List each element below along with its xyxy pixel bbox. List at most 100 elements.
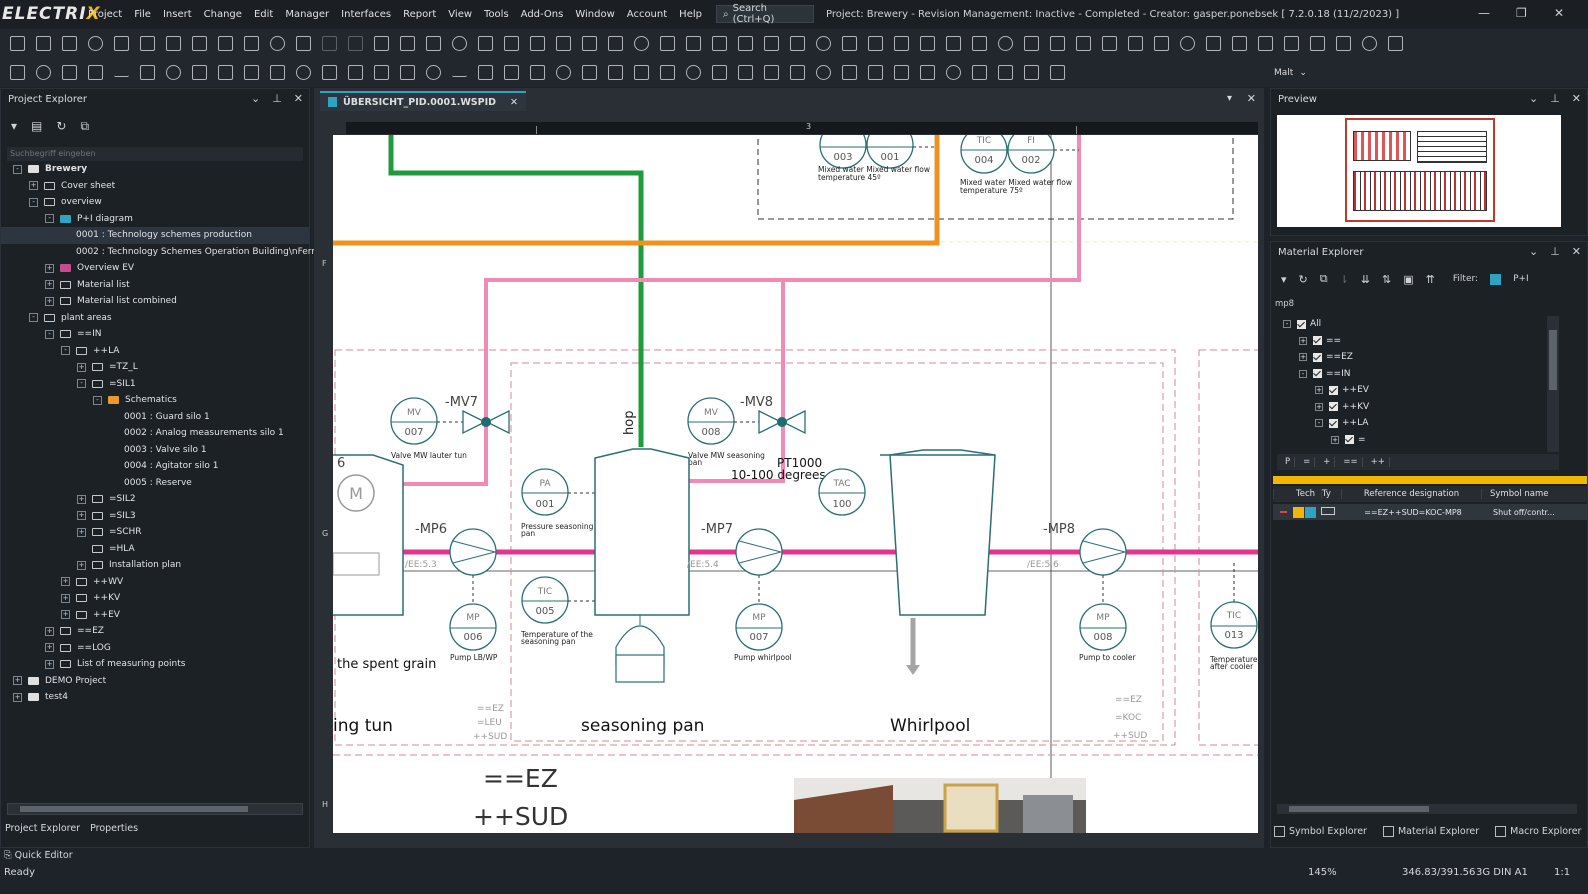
material-tree-item[interactable]: +++EV [1277,382,1563,399]
scrollbar-thumb[interactable] [20,806,248,812]
save-all-icon[interactable] [114,36,129,51]
save-icon[interactable]: ▣ [1403,272,1414,286]
expand-icon[interactable]: - [1299,369,1307,378]
expand-icon[interactable]: + [77,494,86,504]
tree-item[interactable]: +==EZ [1,623,309,640]
restore-icon[interactable]: ❐ [1516,6,1527,20]
prev-icon[interactable] [166,36,181,51]
explorer-search-input[interactable]: Suchbegriff eingeben [7,147,303,161]
menu-edit[interactable]: Edit [253,8,274,20]
menu-report[interactable]: Report [403,8,437,20]
level-button[interactable]: ++ [1367,457,1390,467]
polyline-icon[interactable] [270,65,285,80]
tree-item[interactable]: +Material list [1,277,309,294]
tree-item[interactable]: -++LA [1,343,309,360]
expand-icon[interactable]: + [13,676,22,686]
menu-addons[interactable]: Add-Ons [520,8,564,20]
picture-icon[interactable] [374,65,389,80]
lock-icon[interactable] [1388,36,1403,51]
circle-icon[interactable] [166,65,181,80]
expand-icon[interactable]: + [77,560,86,570]
expand-icon[interactable]: + [45,263,54,273]
tree-expand-icon[interactable]: ⇊ [1360,272,1371,286]
dimension-2-icon[interactable] [426,65,441,80]
pin-icon[interactable]: ⊥ [1550,92,1560,105]
corner-4-icon[interactable] [530,65,545,80]
collapse-icon[interactable]: - [29,197,38,207]
tree-item[interactable]: +++WV [1,574,309,591]
frame-icon[interactable] [842,36,857,51]
moon-icon[interactable] [920,36,935,51]
pin-icon[interactable]: ⊥ [272,92,282,105]
expand-icon[interactable]: + [45,659,54,669]
preview-viewport[interactable] [1345,118,1495,222]
tree-item[interactable]: 0003 : Valve silo 1 [1,442,309,459]
menu-change[interactable]: Change [203,8,242,20]
tree-icon[interactable]: ⇂ [1339,272,1349,286]
tab-material-explorer[interactable]: Material Explorer [1383,826,1479,837]
tree-item[interactable]: +++EV [1,607,309,624]
tree-collapse-icon[interactable]: ⇈ [1425,272,1435,286]
bus-icon[interactable] [1102,36,1117,51]
zoom-fit-icon[interactable] [582,36,597,51]
insert-2-icon[interactable] [478,36,493,51]
tree-item[interactable]: 0005 : Reserve [1,475,309,492]
probe-icon[interactable] [1284,36,1299,51]
line-icon[interactable] [114,69,129,77]
arrow-left-icon[interactable] [634,65,649,80]
open-folder-icon[interactable] [36,36,51,51]
collapse-icon[interactable]: - [13,164,22,174]
report-2-icon[interactable] [972,36,987,51]
scrollbar-thumb[interactable] [1289,806,1429,812]
expand-icon[interactable]: + [77,511,86,521]
cable-icon[interactable] [1310,36,1325,51]
tab-macro-explorer[interactable]: Macro Explorer [1495,826,1581,837]
expand-icon[interactable]: + [45,280,54,290]
schematic-canvas[interactable]: 003 001 TIC 004 FI 002 Mixed water Mixed… [333,135,1258,833]
wave-icon[interactable] [868,65,883,80]
dropdown-icon[interactable]: ▾ [11,119,18,133]
wire-icon[interactable] [1154,36,1169,51]
checkbox[interactable] [1313,369,1322,379]
tab-project-explorer[interactable]: Project Explorer [5,822,81,834]
marker-icon[interactable] [1024,65,1039,80]
vertical-scrollbar[interactable] [1547,316,1559,452]
dimension-icon[interactable] [400,65,415,80]
tree-item[interactable]: +=SIL3 [1,508,309,525]
column-header[interactable]: Symbol name [1481,489,1571,499]
level-button[interactable]: = [1299,457,1316,467]
expand-icon[interactable]: + [13,692,22,702]
symbol-11-icon[interactable] [946,65,961,80]
copy-icon[interactable] [400,36,415,51]
connector-icon[interactable] [1232,36,1247,51]
document-tab[interactable]: ÜBERSICHT_PID.0001.WSPID ✕ [320,91,527,111]
eye-icon[interactable] [894,36,909,51]
tab-properties[interactable]: Properties [90,822,139,834]
collapse-icon[interactable]: - [77,379,86,389]
sheet-2-icon[interactable] [634,36,649,51]
preview-thumbnail[interactable] [1277,115,1561,227]
close-icon[interactable]: ✕ [1246,92,1256,105]
terminal-2-icon[interactable] [1206,36,1221,51]
ellipse-icon[interactable] [296,65,311,80]
expand-icon[interactable]: + [45,643,54,653]
minimize-icon[interactable]: — [1478,6,1490,20]
menu-window[interactable]: Window [575,8,615,20]
image-icon[interactable] [348,65,363,80]
tree-item[interactable]: +==LOG [1,640,309,657]
expand-icon[interactable]: + [61,577,70,587]
corner-icon[interactable] [452,69,467,77]
stack-icon[interactable] [738,36,753,51]
expand-icon[interactable]: + [1315,386,1323,395]
clip-icon[interactable] [1076,36,1091,51]
material-tree-item[interactable]: +== [1277,333,1563,350]
rectangle-icon[interactable] [140,65,155,80]
tree-item[interactable]: +Overview EV [1,260,309,277]
pipe-2-icon[interactable] [998,65,1013,80]
collapse-icon[interactable]: - [45,214,54,224]
tree-item[interactable]: +DEMO Project [1,673,309,690]
zoom-in-icon[interactable] [530,36,545,51]
close-icon[interactable]: ✕ [1571,92,1581,105]
copy-icon[interactable]: ⧉ [1319,272,1328,285]
user-icon[interactable] [998,36,1013,51]
